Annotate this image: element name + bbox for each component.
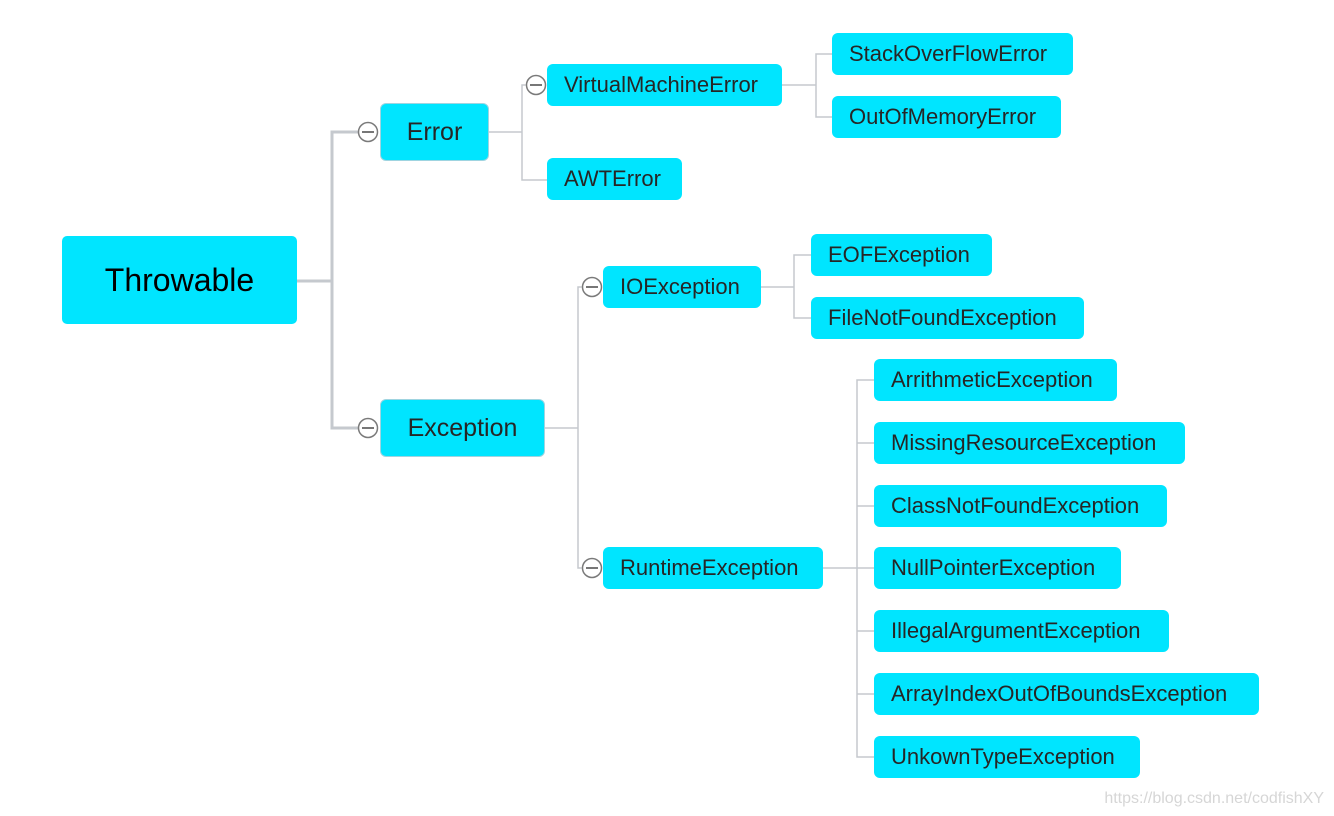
runtime-exception-connector	[822, 379, 875, 758]
collapse-vm-error-toggle	[525, 74, 547, 96]
node-eof-exception[interactable]: EOFException	[811, 234, 992, 276]
node-out-of-memory-error[interactable]: OutOfMemoryError	[832, 96, 1061, 138]
vm-error-connector	[781, 53, 833, 118]
node-unkown-type-exception[interactable]: UnkownTypeException	[874, 736, 1140, 778]
node-missing-resource-exception[interactable]: MissingResourceException	[874, 422, 1185, 464]
io-exception-connector	[760, 254, 812, 319]
node-virtual-machine-error[interactable]: VirtualMachineError	[547, 64, 782, 106]
node-throwable[interactable]: Throwable	[62, 236, 297, 324]
root-connector	[295, 130, 359, 430]
collapse-error-toggle	[357, 121, 379, 143]
collapse-runtime-exception-toggle	[581, 557, 603, 579]
node-exception[interactable]: Exception	[380, 399, 545, 457]
node-class-not-found-exception[interactable]: ClassNotFoundException	[874, 485, 1167, 527]
node-error[interactable]: Error	[380, 103, 489, 161]
node-null-pointer-exception[interactable]: NullPointerException	[874, 547, 1121, 589]
node-io-exception[interactable]: IOException	[603, 266, 761, 308]
node-illegal-argument-exception[interactable]: IllegalArgumentException	[874, 610, 1169, 652]
collapse-toggles	[357, 74, 603, 579]
node-file-not-found-exception[interactable]: FileNotFoundException	[811, 297, 1084, 339]
node-arrithmetic-exception[interactable]: ArrithmeticException	[874, 359, 1117, 401]
node-awt-error[interactable]: AWTError	[547, 158, 682, 200]
node-stack-over-flow-error[interactable]: StackOverFlowError	[832, 33, 1073, 75]
watermark-text: https://blog.csdn.net/codfishXY	[1104, 790, 1324, 807]
node-array-index-out-of-bounds-exception[interactable]: ArrayIndexOutOfBoundsException	[874, 673, 1259, 715]
node-runtime-exception[interactable]: RuntimeException	[603, 547, 823, 589]
exception-connector	[544, 286, 582, 569]
error-connector	[488, 84, 548, 181]
collapse-io-exception-toggle	[581, 276, 603, 298]
collapse-exception-toggle	[357, 417, 379, 439]
